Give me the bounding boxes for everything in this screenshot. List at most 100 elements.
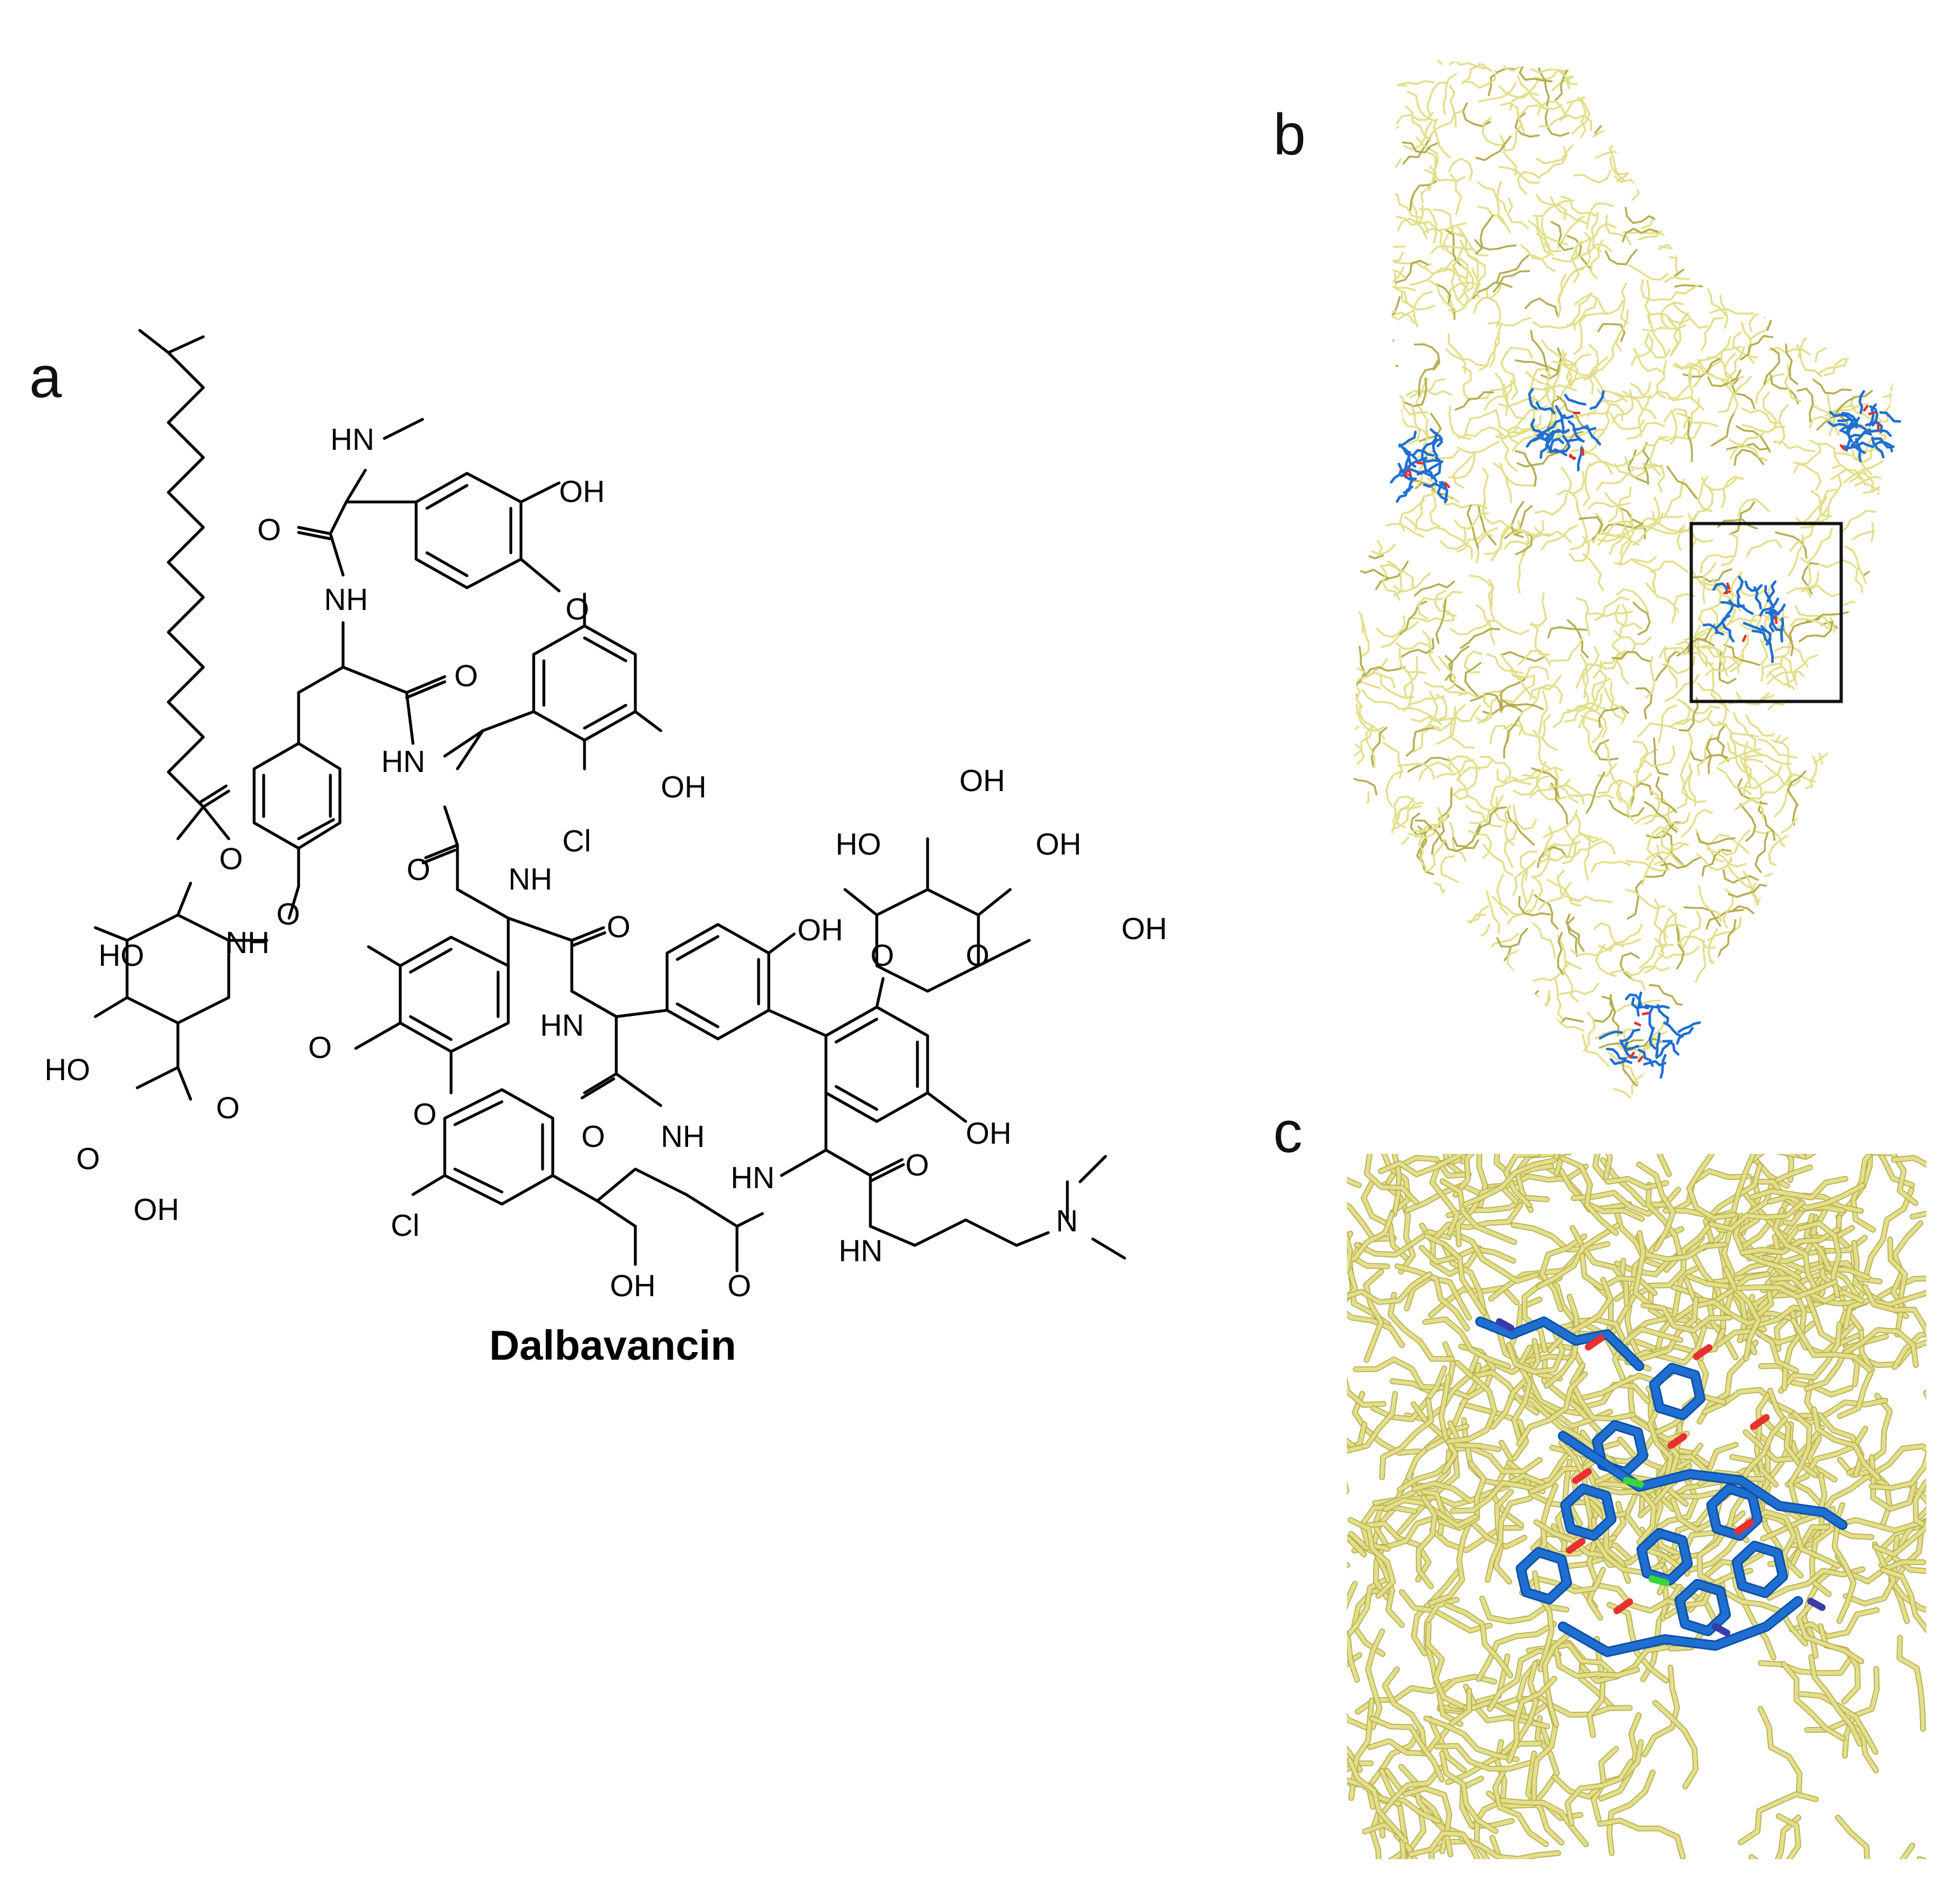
protein-stick xyxy=(1499,166,1540,184)
protein-stick xyxy=(1388,191,1422,219)
protein-stick xyxy=(1707,928,1719,970)
protein-stick xyxy=(1485,1022,1522,1039)
bond xyxy=(411,1174,447,1196)
protein-stick xyxy=(1790,1608,1879,1639)
protein-stick xyxy=(1515,359,1560,373)
protein-stick xyxy=(1632,116,1672,135)
ligand-ring xyxy=(1733,1542,1787,1597)
bond xyxy=(767,932,796,955)
protein-stick xyxy=(1500,678,1526,711)
protein-stick xyxy=(1436,759,1475,778)
protein-stick xyxy=(1782,1081,1806,1106)
atom-label: O xyxy=(966,939,989,973)
protein-stick xyxy=(1831,932,1870,949)
protein-stick xyxy=(1841,626,1881,641)
protein-stick xyxy=(1797,91,1811,135)
protein-stick xyxy=(1780,741,1792,783)
protein-stick xyxy=(1403,1786,1452,1857)
protein-stick xyxy=(1450,1480,1545,1513)
protein-stick xyxy=(1644,937,1665,974)
protein-stick xyxy=(1611,645,1630,686)
protein-stick xyxy=(1687,623,1716,655)
protein-stick xyxy=(1534,364,1550,405)
atom-label: O xyxy=(76,1142,100,1176)
protein-stick xyxy=(1839,1111,1865,1137)
protein-stick xyxy=(1313,660,1349,680)
protein-stick xyxy=(1703,64,1742,86)
protein-stick xyxy=(1596,1583,1689,1613)
protein-stick xyxy=(1474,239,1517,251)
protein-stick xyxy=(1652,737,1669,776)
protein-stick xyxy=(1363,1060,1406,1071)
protein-stick xyxy=(1353,569,1356,602)
protein-stick xyxy=(1514,994,1539,1015)
protein-stick xyxy=(1676,412,1719,428)
protein-stick xyxy=(1541,714,1558,751)
protein-stick xyxy=(1409,389,1452,398)
protein-stick xyxy=(1820,163,1855,179)
oxygen-stick xyxy=(1569,454,1575,460)
protein-stick xyxy=(1802,211,1811,254)
protein-stick xyxy=(1395,805,1422,829)
protein-stick xyxy=(1611,389,1634,424)
protein-stick xyxy=(1452,792,1491,811)
protein-stick xyxy=(1616,83,1648,116)
protein-stick xyxy=(1355,1010,1374,1044)
protein-stick xyxy=(1762,606,1785,643)
protein-stick xyxy=(1360,1043,1396,1066)
protein-stick xyxy=(1595,151,1637,164)
protein-stick xyxy=(1438,1688,1471,1772)
protein-stick xyxy=(1763,348,1780,385)
oxygen-stick xyxy=(1726,582,1731,590)
protein-stick xyxy=(1727,741,1764,764)
protein-stick xyxy=(1422,418,1429,463)
protein-stick xyxy=(1395,391,1429,416)
protein-stick xyxy=(1475,692,1492,723)
bond xyxy=(328,500,418,536)
protein-stick xyxy=(1690,994,1721,1013)
protein-stick xyxy=(1635,748,1658,785)
protein-stick xyxy=(1671,168,1710,184)
protein-stick xyxy=(1858,135,1893,160)
protein-stick xyxy=(1754,131,1779,168)
protein-stick xyxy=(1456,226,1489,257)
protein-stick xyxy=(1787,534,1805,577)
protein-stick xyxy=(1857,1052,1869,1095)
protein-stick xyxy=(1670,179,1698,206)
protein-stick xyxy=(1645,582,1680,613)
protein-stick xyxy=(1414,581,1455,597)
protein-stick xyxy=(1750,1177,1848,1200)
protein-stick xyxy=(1632,740,1649,773)
compound-name: Dalbavancin xyxy=(489,1322,736,1369)
oxygen-stick xyxy=(1642,1012,1650,1015)
protein-stick xyxy=(1738,1792,1818,1845)
protein-stick xyxy=(1614,555,1657,565)
protein-stick xyxy=(1353,124,1371,144)
protein-stick xyxy=(1473,282,1503,314)
protein-stick xyxy=(1443,502,1488,510)
protein-stick xyxy=(1460,628,1501,649)
protein-stick xyxy=(1672,302,1709,329)
protein-stick xyxy=(1306,1026,1340,1051)
protein-stick xyxy=(1364,158,1402,185)
protein-stick xyxy=(1493,1768,1548,1846)
protein-stick xyxy=(1658,946,1700,959)
protein-stick xyxy=(1445,1074,1478,1103)
atom-label: Cl xyxy=(562,825,591,858)
protein-stick xyxy=(1353,1061,1371,1088)
bond xyxy=(843,837,1012,917)
atom-label: N xyxy=(1056,1205,1078,1238)
protein-stick xyxy=(1353,585,1355,625)
protein-stick xyxy=(1658,1154,1671,1176)
protein-stick xyxy=(1802,78,1812,121)
protein-stick xyxy=(1866,858,1893,881)
protein-stick xyxy=(1794,130,1830,159)
protein-stick xyxy=(1410,267,1452,286)
protein-stick xyxy=(1578,840,1616,855)
protein-stick xyxy=(1438,656,1456,692)
protein-stick-outline xyxy=(1919,1486,1926,1493)
protein-stick xyxy=(1353,885,1367,916)
protein-stick xyxy=(1489,776,1508,812)
protein-stick xyxy=(1358,672,1396,689)
atom-label: NH xyxy=(661,1120,705,1154)
